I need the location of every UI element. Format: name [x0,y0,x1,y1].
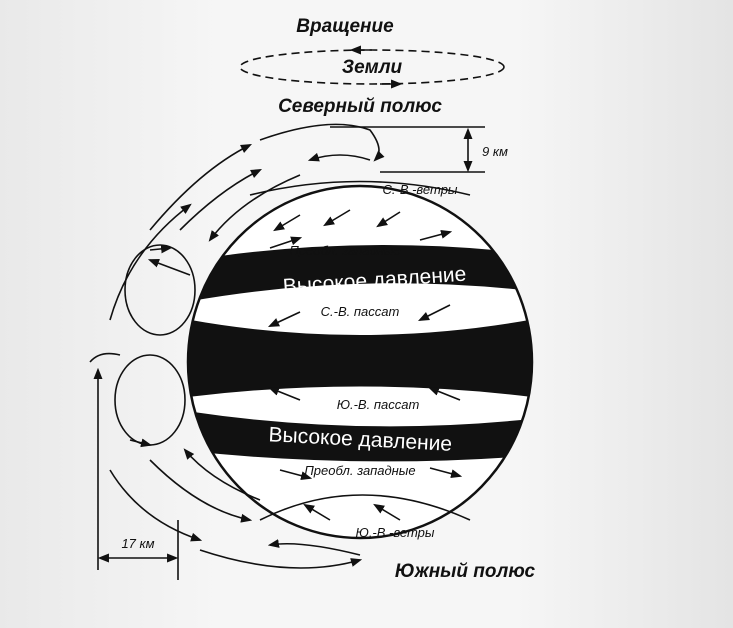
label-se-winds: Ю.-В.-ветры [356,525,435,540]
circulation-cells [89,123,385,569]
label-westerlies-south: Преобл. западные [304,463,415,478]
north-pole-label: Северный полюс [278,96,442,117]
globe [186,180,534,540]
label-se-trade: Ю.-В. пассат [337,397,420,412]
label-ne-winds: С.-В.-ветры [382,182,457,197]
high-pressure-band-north [188,245,532,303]
height-equator-label: 17 км [121,536,154,551]
label-ne-trade: С.-В. пассат [321,304,400,319]
high-pressure-band-south [188,410,532,462]
height-marker-equator: 17 км [97,520,179,580]
south-pole-label: Южный полюс [395,561,536,582]
title-rotation: Вращение [296,16,394,37]
title-earth: Земли [342,57,403,78]
equator-band [188,318,532,398]
height-north-label: 9 км [482,144,508,159]
label-westerlies-north: Преобл. западные [289,243,400,258]
height-marker-north: 9 км [330,126,508,173]
